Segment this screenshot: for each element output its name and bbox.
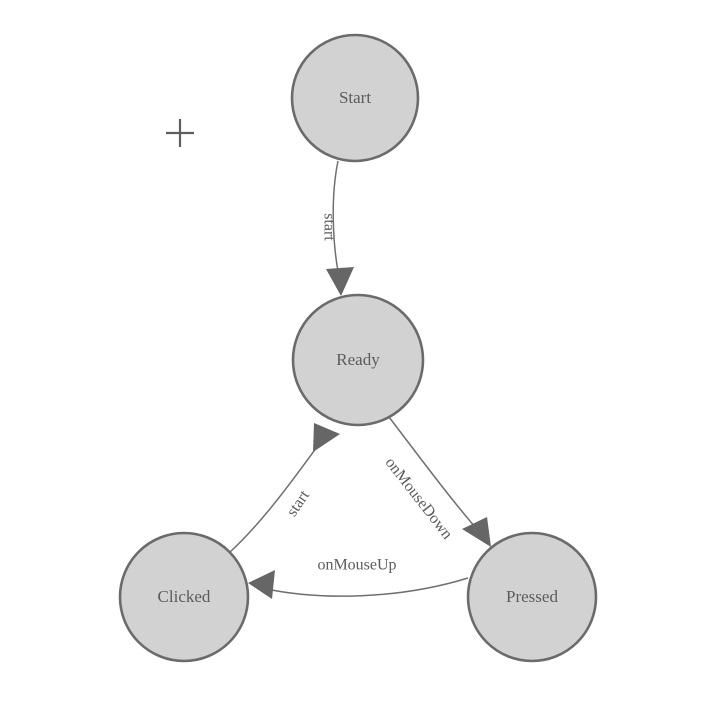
node-clicked[interactable]: Clicked: [118, 531, 250, 663]
plus-marker-icon[interactable]: [166, 119, 194, 147]
node-circle-ready[interactable]: [291, 293, 425, 427]
node-circle-pressed[interactable]: [466, 531, 598, 663]
edge-path-pressed-to-clicked: [261, 577, 469, 597]
edge-label-start-to-ready: start: [320, 213, 337, 241]
node-start[interactable]: Start: [290, 33, 420, 163]
node-ready[interactable]: Ready: [291, 293, 425, 427]
edge-label-ready-to-pressed: onMouseDown: [382, 454, 456, 542]
node-circle-clicked[interactable]: [118, 531, 250, 663]
node-circle-start[interactable]: [290, 33, 420, 163]
edge-pressed-to-clicked[interactable]: [248, 570, 469, 599]
edge-clicked-to-ready[interactable]: [229, 423, 340, 553]
node-label-start: Start: [339, 88, 371, 107]
arrowhead-pressed-upperleft: [462, 517, 491, 547]
edge-start-to-ready[interactable]: [326, 160, 354, 296]
arrowhead-ready-lowerleft: [313, 423, 340, 452]
node-label-clicked: Clicked: [158, 587, 211, 606]
edge-label-pressed-to-clicked: onMouseUp: [317, 557, 396, 574]
edge-label-clicked-to-ready: start: [284, 487, 314, 520]
arrowhead-ready-top: [326, 267, 354, 296]
node-label-ready: Ready: [336, 350, 380, 369]
node-label-pressed: Pressed: [506, 587, 558, 606]
arrowhead-clicked-right: [248, 570, 275, 599]
node-pressed[interactable]: Pressed: [466, 531, 598, 663]
edge-ready-to-pressed[interactable]: [388, 416, 491, 547]
